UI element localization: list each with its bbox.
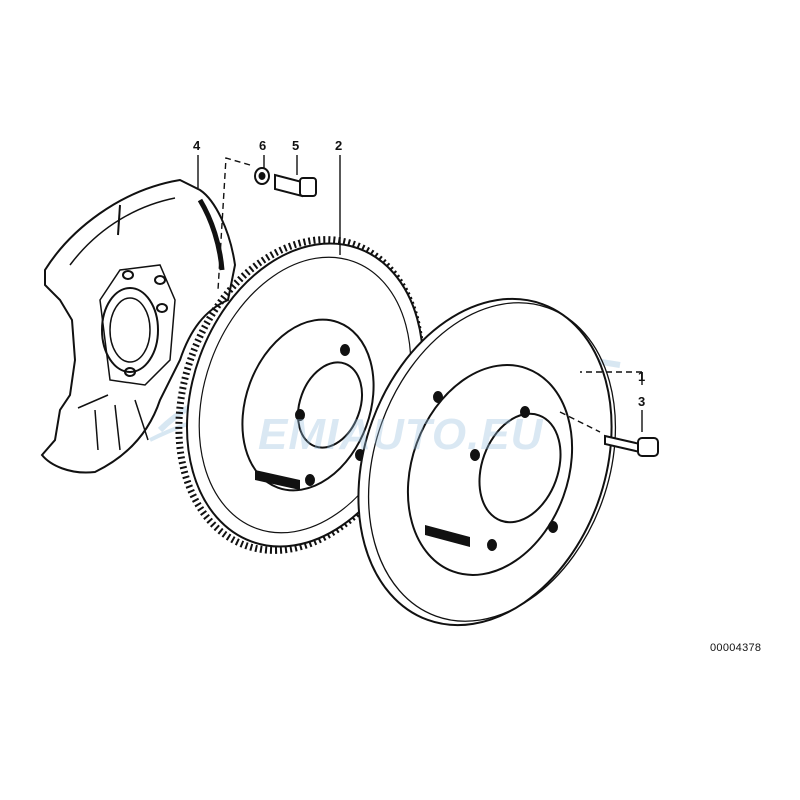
hex-bolt (274, 173, 317, 198)
callout-2: 2 (335, 138, 343, 153)
callout-1: 1 (638, 369, 646, 384)
callout-3: 3 (638, 394, 646, 409)
countersunk-screw (604, 434, 659, 457)
leader-lines (197, 155, 643, 433)
callout-4: 4 (193, 138, 201, 153)
callout-6: 6 (259, 138, 267, 153)
watermark-text: EMIAUTO.EU (258, 410, 544, 459)
brake-disc-solid (357, 297, 617, 627)
dust-shield (40, 178, 237, 474)
callout-5: 5 (292, 138, 300, 153)
document-number: 00004378 (710, 642, 762, 654)
washer (254, 167, 270, 185)
